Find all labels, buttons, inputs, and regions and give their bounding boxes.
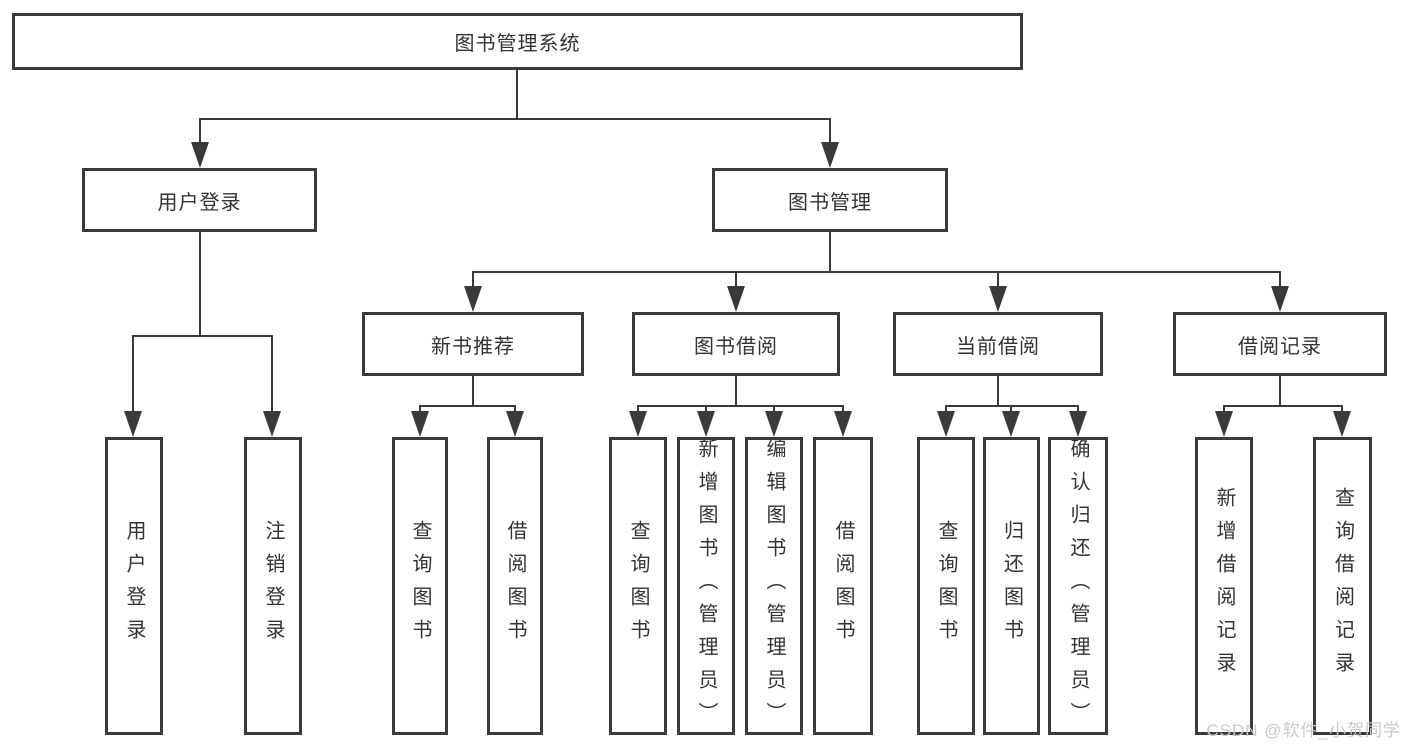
node-root-label: 图书管理系统 xyxy=(454,33,581,55)
leaf-borrow-books-borrow: 借阅图书 xyxy=(813,437,873,735)
leaf-query-books-current: 查询图书 xyxy=(917,437,975,735)
connector-line xyxy=(829,232,831,273)
node-new-book-recommend: 新书推荐 xyxy=(362,312,584,376)
leaf-borrow-books-recommend-label: 借阅图书 xyxy=(504,520,526,652)
leaf-edit-book-admin-label: 编辑图书（管理员） xyxy=(763,437,785,735)
arrow-down-icon xyxy=(464,286,482,312)
connector-line xyxy=(132,335,273,337)
arrow-down-icon xyxy=(1002,411,1020,437)
leaf-borrow-books-borrow-label: 借阅图书 xyxy=(832,520,854,652)
arrow-down-icon xyxy=(629,411,647,437)
node-user-login: 用户登录 xyxy=(82,168,317,232)
arrow-down-icon xyxy=(124,411,142,437)
arrow-down-icon xyxy=(263,411,281,437)
leaf-query-books-recommend-label: 查询图书 xyxy=(409,520,431,652)
connector-line xyxy=(1341,406,1343,412)
leaf-confirm-return-admin-label: 确认归还（管理员） xyxy=(1067,437,1089,735)
leaf-add-borrow-record-label: 新增借阅记录 xyxy=(1213,487,1235,685)
arrow-down-icon xyxy=(937,411,955,437)
node-user-login-label: 用户登录 xyxy=(157,191,242,214)
connector-line xyxy=(419,405,516,407)
node-root: 图书管理系统 xyxy=(12,13,1023,70)
arrow-down-icon xyxy=(989,286,1007,312)
leaf-query-books-current-label: 查询图书 xyxy=(935,520,957,652)
leaf-logout: 注销登录 xyxy=(244,437,302,735)
node-current-borrow-label: 当前借阅 xyxy=(956,335,1040,358)
connector-line xyxy=(1010,406,1012,412)
connector-line xyxy=(735,376,737,407)
connector-line xyxy=(419,406,421,412)
connector-line xyxy=(1279,272,1281,287)
connector-line xyxy=(997,376,999,407)
node-borrow-records-label: 借阅记录 xyxy=(1238,335,1322,358)
connector-line xyxy=(514,406,516,412)
connector-line xyxy=(735,272,737,287)
connector-line xyxy=(516,70,518,120)
leaf-return-books: 归还图书 xyxy=(983,437,1040,735)
connector-line xyxy=(199,120,201,143)
leaf-add-borrow-record: 新增借阅记录 xyxy=(1195,437,1253,735)
connector-line xyxy=(472,271,1281,273)
node-book-borrow: 图书借阅 xyxy=(632,312,840,376)
leaf-add-book-admin: 新增图书（管理员） xyxy=(677,437,735,735)
connector-line xyxy=(829,120,831,143)
node-book-borrow-label: 图书借阅 xyxy=(694,335,778,358)
arrow-down-icon xyxy=(411,411,429,437)
leaf-borrow-books-recommend: 借阅图书 xyxy=(487,437,543,735)
node-borrow-records: 借阅记录 xyxy=(1173,312,1387,376)
arrow-down-icon xyxy=(727,286,745,312)
arrow-down-icon xyxy=(821,142,839,168)
connector-line xyxy=(132,336,134,412)
arrow-down-icon xyxy=(1271,286,1289,312)
node-book-management: 图书管理 xyxy=(712,168,948,232)
connector-line xyxy=(997,272,999,287)
connector-line xyxy=(472,376,474,407)
connector-line xyxy=(705,406,707,412)
connector-line xyxy=(945,405,1079,407)
arrow-down-icon xyxy=(1333,411,1351,437)
connector-line xyxy=(271,336,273,412)
connector-line xyxy=(199,232,201,337)
connector-line xyxy=(945,406,947,412)
node-new-book-recommend-label: 新书推荐 xyxy=(431,335,515,358)
connector-line xyxy=(842,406,844,412)
node-current-borrow: 当前借阅 xyxy=(893,312,1103,376)
connector-line xyxy=(637,405,844,407)
arrow-down-icon xyxy=(506,411,524,437)
arrow-down-icon xyxy=(697,411,715,437)
leaf-logout-label: 注销登录 xyxy=(262,520,284,652)
watermark: CSDN @软件_小贺同学 xyxy=(1206,721,1401,740)
arrow-down-icon xyxy=(834,411,852,437)
connector-line xyxy=(1279,376,1281,407)
arrow-down-icon xyxy=(1069,411,1087,437)
leaf-query-borrow-record-label: 查询借阅记录 xyxy=(1331,487,1354,685)
connector-line xyxy=(773,406,775,412)
leaf-query-books-borrow-label: 查询图书 xyxy=(627,520,649,652)
connector-line xyxy=(637,406,639,412)
connector-line xyxy=(1223,405,1343,407)
arrow-down-icon xyxy=(191,142,209,168)
leaf-query-books-recommend: 查询图书 xyxy=(392,437,448,735)
leaf-confirm-return-admin: 确认归还（管理员） xyxy=(1048,437,1108,735)
arrow-down-icon xyxy=(1215,411,1233,437)
leaf-user-login-label: 用户登录 xyxy=(123,520,145,652)
leaf-query-books-borrow: 查询图书 xyxy=(609,437,667,735)
leaf-edit-book-admin: 编辑图书（管理员） xyxy=(745,437,803,735)
arrow-down-icon xyxy=(765,411,783,437)
leaf-user-login: 用户登录 xyxy=(105,437,163,735)
connector-line xyxy=(199,118,831,120)
connector-line xyxy=(1077,406,1079,412)
node-book-management-label: 图书管理 xyxy=(788,191,872,214)
connector-line xyxy=(472,272,474,287)
connector-line xyxy=(1223,406,1225,412)
leaf-return-books-label: 归还图书 xyxy=(1000,520,1023,652)
leaf-query-borrow-record: 查询借阅记录 xyxy=(1313,437,1372,735)
leaf-add-book-admin-label: 新增图书（管理员） xyxy=(695,437,717,735)
